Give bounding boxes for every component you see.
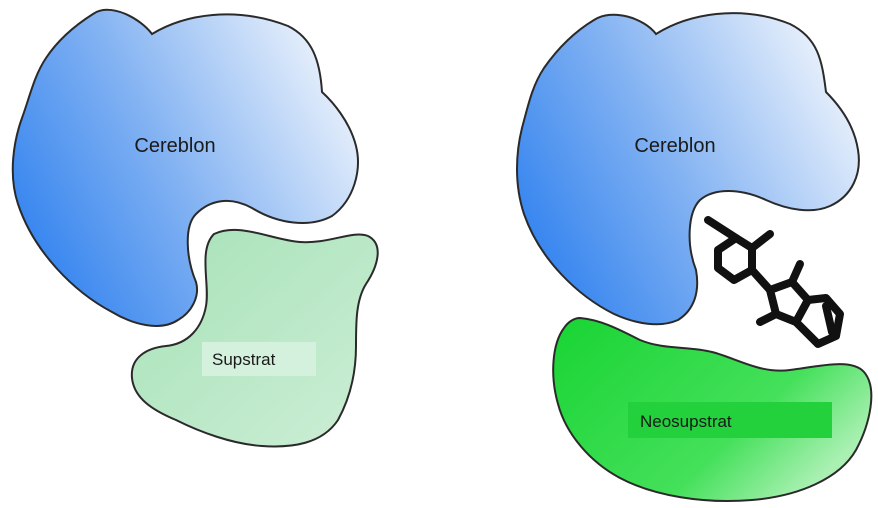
carbonyl-upper (788, 260, 804, 286)
right-cereblon-shape (516, 12, 860, 326)
link-bond (748, 266, 774, 294)
left-substrate-label-box (202, 342, 316, 376)
right-neosubstrate-label: Neosupstrat (640, 412, 732, 431)
right-cereblon-label: Cereblon (634, 135, 715, 157)
molecular-glue-structure-icon (704, 216, 844, 348)
carbonyl-top (704, 216, 740, 242)
left-cereblon: Cereblon (11, 8, 359, 327)
right-neosubstrate-label-box (628, 402, 832, 438)
left-substrate: Supstrat (130, 229, 379, 448)
benzene-inner-bond (822, 302, 836, 336)
carbonyl-right (748, 230, 774, 252)
carbonyl-lower (756, 310, 780, 326)
left-substrate-shape (130, 229, 379, 448)
left-cereblon-label: Cereblon (134, 135, 215, 157)
right-cereblon: Cereblon (516, 12, 860, 326)
left-cereblon-shape (11, 8, 359, 327)
right-neosubstrate: Neosupstrat (552, 316, 873, 503)
glutarimide-ring (714, 234, 756, 284)
benzene-ring (792, 294, 844, 348)
left-substrate-label: Supstrat (212, 350, 276, 369)
